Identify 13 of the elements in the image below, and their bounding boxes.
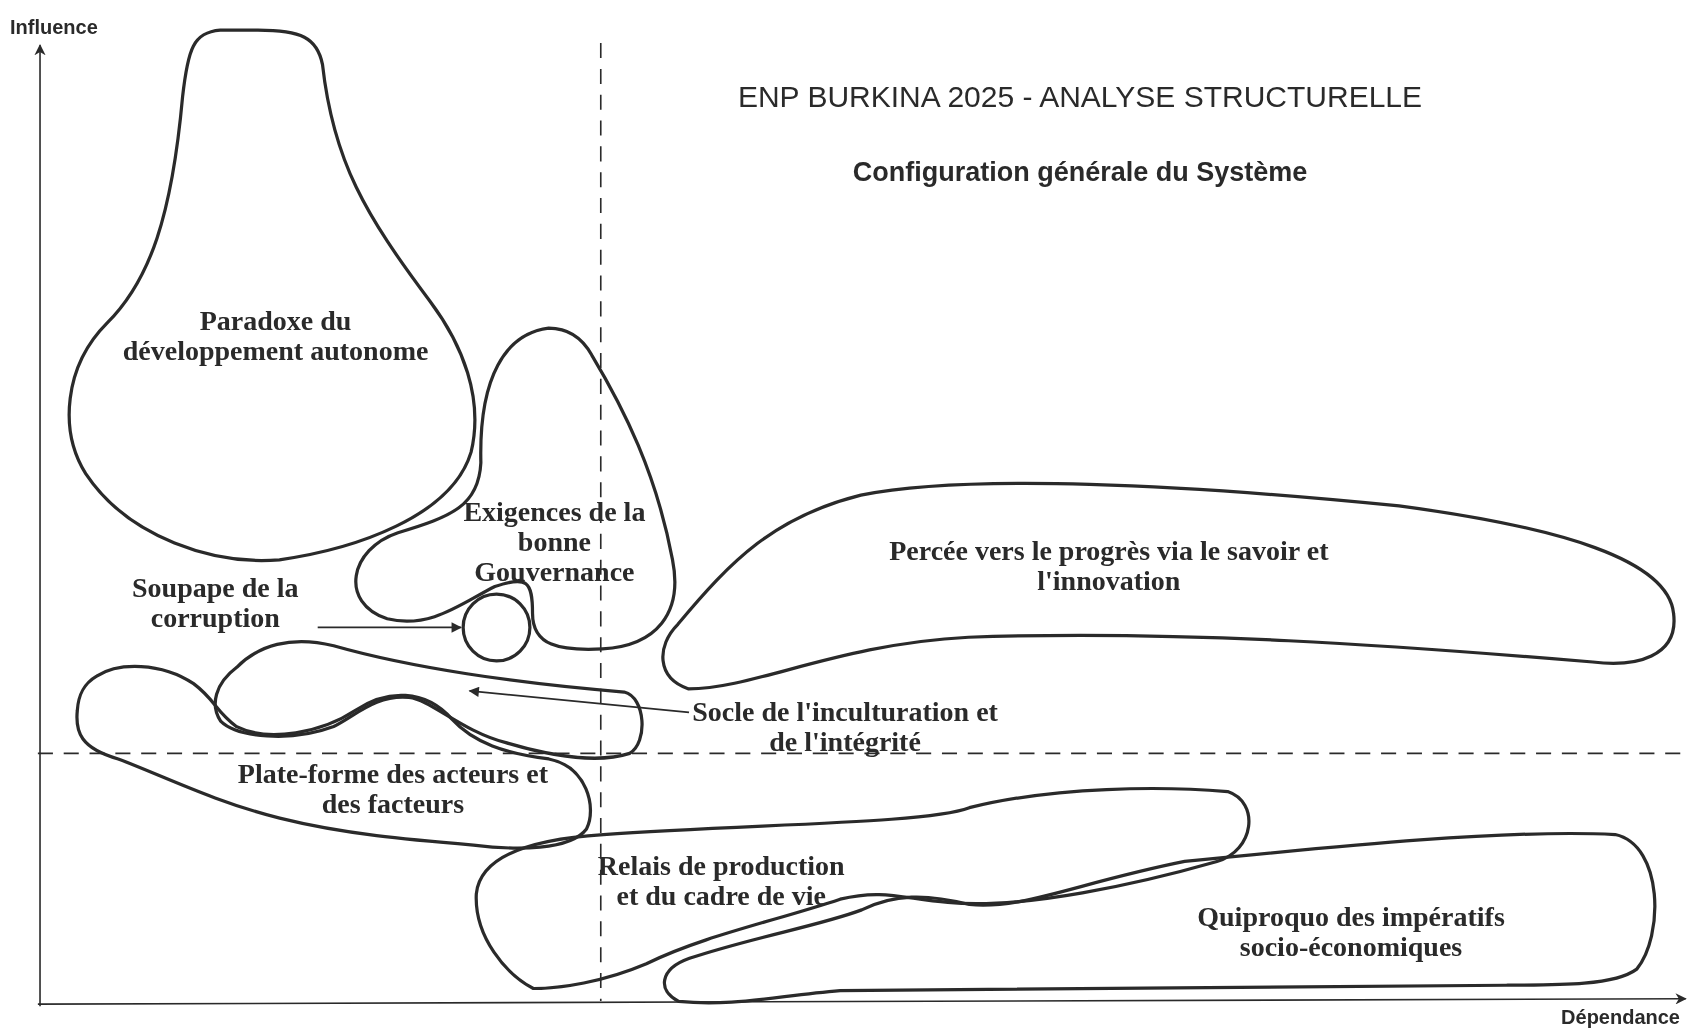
node-label: Soupape de la corruption — [131, 572, 300, 633]
arrow — [468, 686, 690, 714]
cluster-label: Relais de production et du cadre de vie — [596, 850, 846, 911]
cluster-label: Plate-forme des acteurs et des facteurs — [236, 759, 549, 820]
title: ENP BURKINA 2025 - ANALYSE STRUCTURELLE — [736, 79, 1424, 115]
axis-label: Influence — [10, 15, 98, 40]
arrow — [316, 622, 462, 633]
cluster-label: Percée vers le progrès via le savoir et l'innovation — [888, 536, 1330, 597]
node-label: Socle de l'inculturation et de l'intégrité — [691, 696, 999, 757]
cluster-label: Quiproquo des impératifs socio-économiques — [1196, 902, 1506, 963]
axis-label: Dépendance — [1561, 1005, 1680, 1030]
subtitle: Configuration générale du Système — [851, 156, 1309, 189]
cluster-label: Paradoxe du développement autonome — [121, 305, 430, 366]
